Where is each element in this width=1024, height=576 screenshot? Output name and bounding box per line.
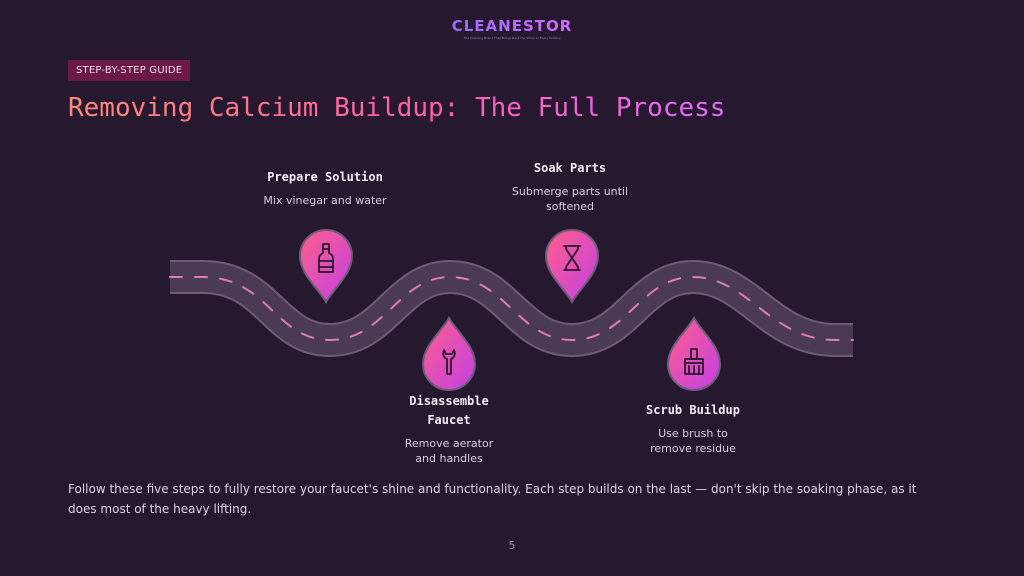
step-title: Soak Parts [533, 161, 607, 175]
step-disassemble-faucet: Disassemble Faucet Remove aerator and ha… [394, 392, 504, 466]
step-title: Scrub Buildup [646, 403, 740, 417]
step-prepare-solution: Prepare Solution Mix vinegar and water [250, 168, 400, 208]
step-title: Prepare Solution [267, 170, 383, 184]
step-scrub-buildup: Scrub Buildup Use brush to remove residu… [628, 401, 758, 456]
step-description: Mix vinegar and water [263, 194, 387, 207]
step-soak-parts: Soak Parts Submerge parts until softened [508, 159, 632, 214]
section-tag: STEP-BY-STEP GUIDE [68, 60, 191, 81]
summary-text: Follow these five steps to fully restore… [68, 482, 917, 516]
page-title: Removing Calcium Buildup: The Full Proce… [68, 90, 725, 126]
step-description: Use brush to remove residue [650, 427, 736, 455]
brand-tagline: The Cleaning Brand That Brings Back the … [463, 36, 561, 40]
step-description: Remove aerator and handles [404, 437, 494, 465]
page-number: 5 [508, 539, 516, 552]
bottle-icon [298, 229, 354, 304]
brand-logo: CLEANESTOR The Cleaning Brand That Bring… [0, 16, 1024, 40]
brand-name: CLEANESTOR [451, 17, 573, 35]
hourglass-icon [544, 229, 600, 304]
brush-icon [666, 316, 722, 391]
step-title: Disassemble Faucet [409, 394, 489, 427]
wrench-icon [421, 316, 477, 391]
step-description: Submerge parts until softened [511, 185, 629, 213]
